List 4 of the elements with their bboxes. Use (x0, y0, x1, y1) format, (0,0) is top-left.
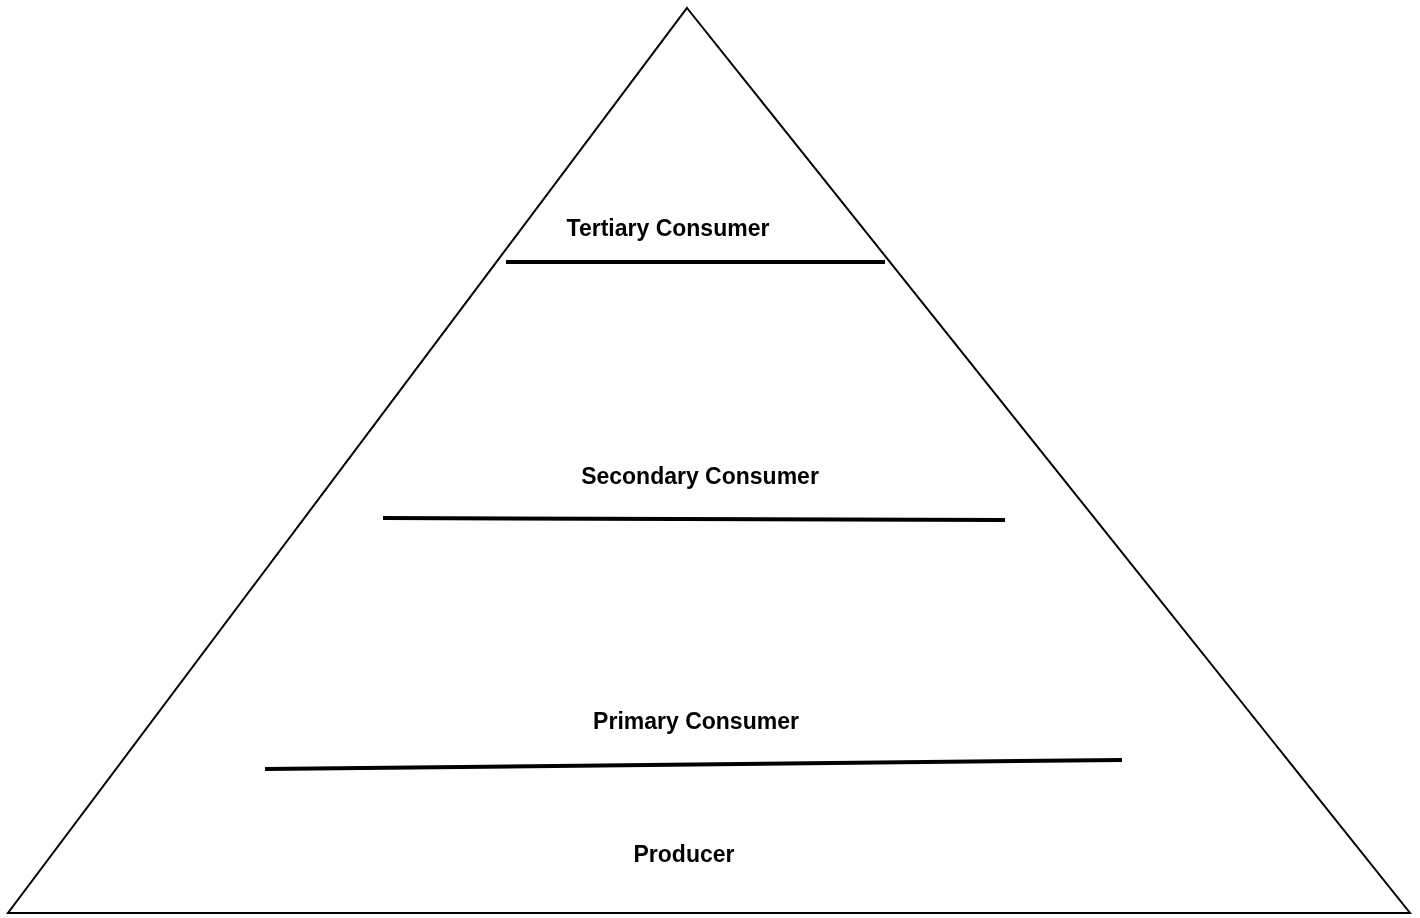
trophic-level-label: Secondary Consumer (581, 465, 819, 488)
trophic-level-label: Primary Consumer (593, 710, 799, 733)
trophic-level-label: Tertiary Consumer (566, 217, 770, 240)
trophic-level-label: Producer (633, 843, 735, 866)
